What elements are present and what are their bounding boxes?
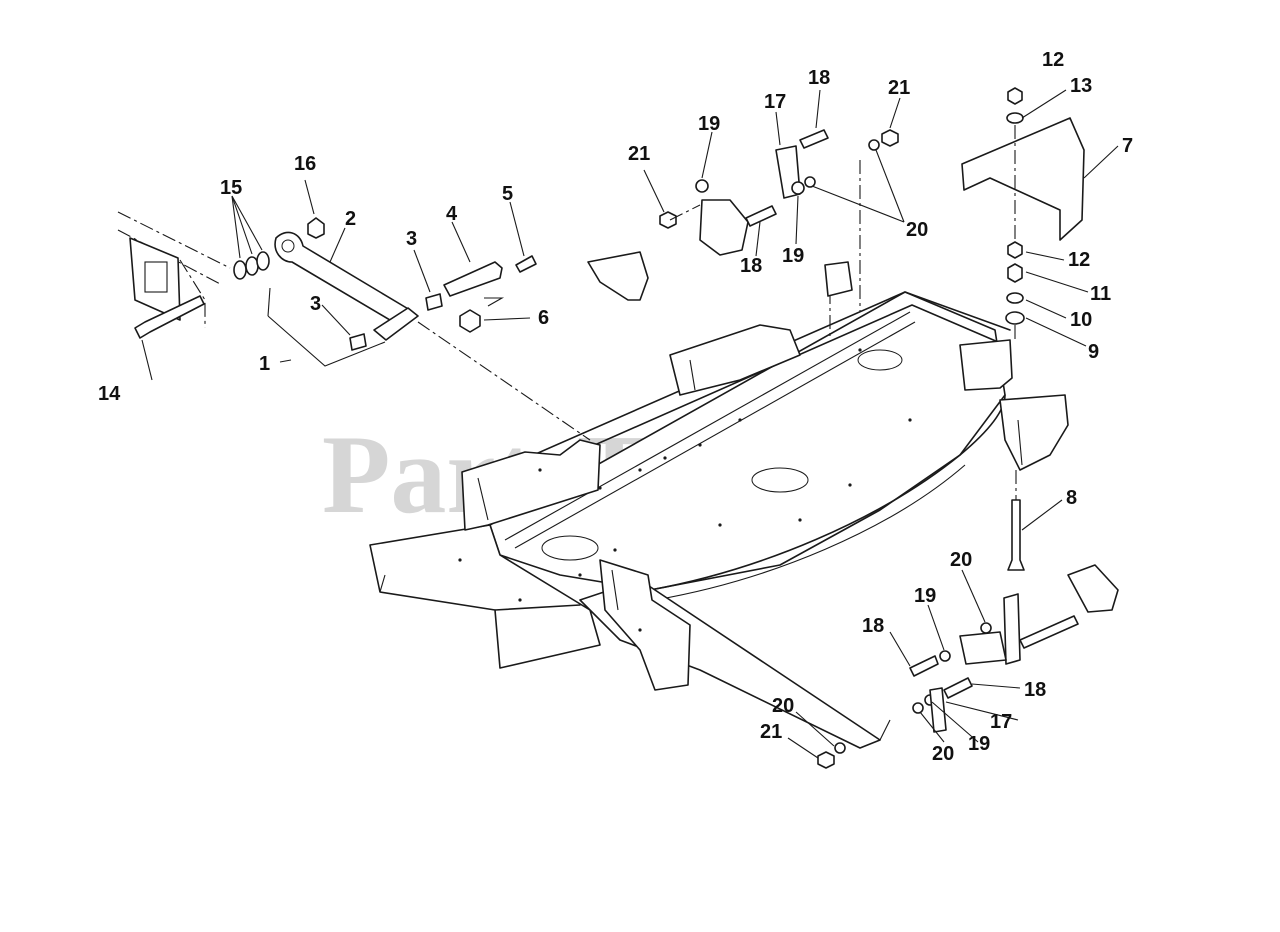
pin-4 xyxy=(443,261,503,297)
washer-10 xyxy=(1006,292,1024,304)
mower-deck xyxy=(369,291,1069,749)
callout-15: 15 xyxy=(220,177,242,199)
washer-15a xyxy=(233,260,247,280)
callout-5: 5 xyxy=(502,183,513,205)
washer-20-lower-c xyxy=(834,742,846,754)
lift-arm-2 xyxy=(274,231,411,327)
deck-front-beam xyxy=(369,524,601,669)
callout-18a: 18 xyxy=(808,67,830,89)
nut-11 xyxy=(1007,263,1023,283)
lower-link-hardware xyxy=(817,470,1119,769)
bolt-18-lower-a xyxy=(909,655,939,677)
nut-21-lower xyxy=(817,751,835,769)
callout-17b: 17 xyxy=(990,711,1012,733)
callout-19c: 19 xyxy=(914,585,936,607)
callout-1: 1 xyxy=(259,353,270,375)
callout-12b: 12 xyxy=(1068,249,1090,271)
washer-15c xyxy=(256,251,270,271)
bolt-18-upper xyxy=(799,129,829,149)
callout-2: 2 xyxy=(345,208,356,230)
spindle-hole-center xyxy=(751,467,809,493)
callout-13: 13 xyxy=(1070,75,1092,97)
callout-19a: 19 xyxy=(698,113,720,135)
bracket-upper-center xyxy=(699,199,749,256)
callout-20d: 20 xyxy=(772,695,794,717)
callout-10: 10 xyxy=(1070,309,1092,331)
callout-20b: 20 xyxy=(950,549,972,571)
pivot-rod xyxy=(1019,615,1079,649)
callout-11: 11 xyxy=(1090,283,1111,305)
upper-link-hardware xyxy=(587,129,899,340)
washer-20-upper xyxy=(868,139,880,151)
callout-8: 8 xyxy=(1066,487,1077,509)
nut-16 xyxy=(307,217,325,239)
deck-skirt-curve xyxy=(649,394,1006,591)
callout-14: 14 xyxy=(98,383,121,405)
callout-18d: 18 xyxy=(1024,679,1046,701)
callout-21b: 21 xyxy=(888,77,910,99)
washer-20-lower-a xyxy=(980,622,992,634)
callout-6: 6 xyxy=(538,307,549,329)
callout-20a: 20 xyxy=(906,219,928,241)
washer-15b xyxy=(245,256,259,276)
callout-18c: 18 xyxy=(862,615,884,637)
arm-tube xyxy=(373,307,419,341)
washer-20-lower-b xyxy=(912,702,924,714)
callout-12a: 12 xyxy=(1042,49,1064,71)
washer-19-upper xyxy=(695,179,709,193)
callout-21a: 21 xyxy=(628,143,650,165)
nut-12-upper xyxy=(1007,87,1023,105)
callout-19b: 19 xyxy=(782,245,804,267)
washer-19-lower-a xyxy=(939,650,951,662)
callout-3b: 3 xyxy=(406,228,417,250)
nut-21-right xyxy=(881,129,899,147)
washer-9 xyxy=(1005,311,1025,325)
upper-center-bracket xyxy=(669,324,801,396)
callout-19d: 19 xyxy=(968,733,990,755)
bushing-3b xyxy=(425,293,443,311)
link-17-lower-b xyxy=(959,631,1007,665)
bolt-8 xyxy=(1007,499,1025,571)
right-shield-hardware xyxy=(961,87,1085,340)
callout-4: 4 xyxy=(446,203,458,225)
nut-6 xyxy=(459,309,481,333)
washer-19-lower xyxy=(791,181,805,195)
link-17-lower-a xyxy=(1003,593,1021,665)
deck-bolt-holes xyxy=(458,348,912,632)
spindle-hole-left xyxy=(541,535,599,561)
callout-21c: 21 xyxy=(760,721,782,743)
washer-20-lower xyxy=(804,176,816,188)
callout-3a: 3 xyxy=(310,293,321,315)
callout-17a: 17 xyxy=(764,91,786,113)
front-hanger-bracket xyxy=(599,559,691,691)
nut-12-lower xyxy=(1007,241,1023,259)
washer-13 xyxy=(1006,112,1024,124)
callout-16: 16 xyxy=(294,153,316,175)
lift-arm-assembly xyxy=(134,217,591,441)
rear-hanger xyxy=(1067,564,1119,613)
callouts: 1 2 3 3 4 5 6 7 8 9 10 11 12 12 13 14 15… xyxy=(98,49,1133,765)
leader-lines xyxy=(141,89,1119,759)
bolt-14 xyxy=(134,295,205,339)
callout-9: 9 xyxy=(1088,341,1099,363)
right-side-plate xyxy=(959,339,1013,391)
bolt-18-lower xyxy=(745,205,777,227)
shield-7 xyxy=(961,117,1085,241)
nut-21-left xyxy=(659,211,677,229)
right-hanger-bracket xyxy=(999,394,1069,471)
tractor-frame-rail xyxy=(117,211,231,328)
bolt-5 xyxy=(515,255,537,273)
callout-20c: 20 xyxy=(932,743,954,765)
callout-18b: 18 xyxy=(740,255,762,277)
rear-left-bracket xyxy=(461,439,601,531)
bolt-18-lower-b xyxy=(943,677,973,699)
bushing-3a xyxy=(349,333,367,351)
spindle-hole-right xyxy=(857,349,903,371)
callout-7: 7 xyxy=(1122,135,1133,157)
bracket-upper-left xyxy=(587,251,649,301)
